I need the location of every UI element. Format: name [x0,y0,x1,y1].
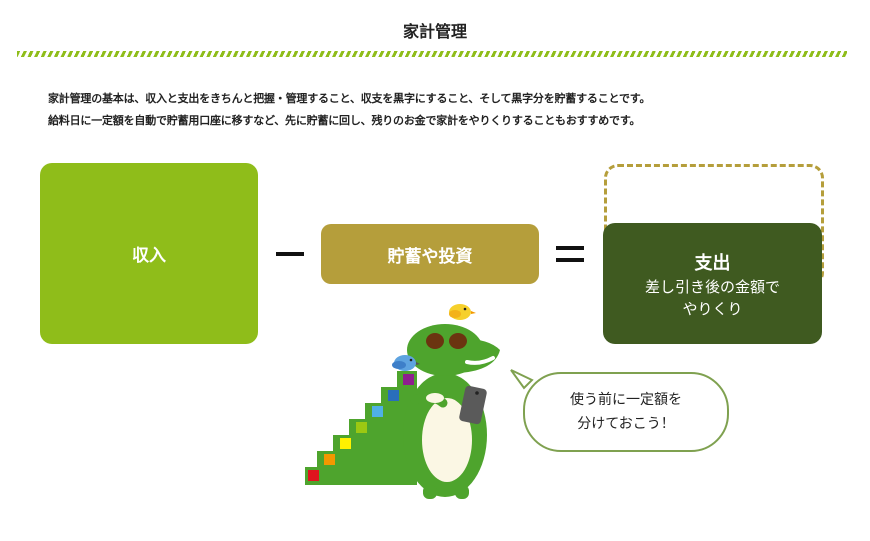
page-title: 家計管理 [402,22,467,41]
croc-belly [422,398,472,482]
expense-line-1: 差し引き後の金額で [644,277,780,296]
croc-eye-right [449,333,467,349]
expense-line-2: やりくり [682,299,743,318]
dashed-savings-outline [604,164,824,287]
minus-operator [276,252,304,256]
step-purple [403,374,414,385]
expense-title: 支出 [694,252,731,274]
croc-eye-left [426,333,444,349]
expense-box: 支出 差し引き後の金額で やりくり [603,223,822,344]
croc-smile [465,356,495,365]
description-line-2: 給料日に一定額を自動で貯蓄用口座に移すなど、先に貯蓄に回し、残りのお金で家計をや… [48,114,641,127]
speech-bubble: 使う前に一定額を 分けておこう！ [523,372,729,452]
speech-bubble-line-2: 分けておこう！ [577,416,675,432]
income-box: 収入 [40,163,258,344]
smartphone-icon [459,385,487,425]
description: 家計管理の基本は、収入と支出をきちんと把握・管理すること、収支を黒字にすること、… [48,88,650,132]
equals-operator-top [556,246,584,250]
step-red [308,470,319,481]
income-label: 収入 [132,246,166,266]
step-blue [388,390,399,401]
savings-box: 貯蓄や投資 [321,224,539,284]
step-light-blue [372,406,383,417]
equals-operator-bottom [556,258,584,262]
description-line-1: 家計管理の基本は、収入と支出をきちんと把握・管理すること、収支を黒字にすること、… [48,92,651,105]
step-yellow [340,438,351,449]
savings-label: 貯蓄や投資 [387,246,473,267]
striped-divider [17,51,847,57]
step-orange [324,454,335,465]
step-lime [356,422,367,433]
speech-bubble-line-1: 使う前に一定額を [570,392,682,408]
crocodile-mascot-illustration [305,304,500,499]
speech-bubble-tail [510,369,534,390]
